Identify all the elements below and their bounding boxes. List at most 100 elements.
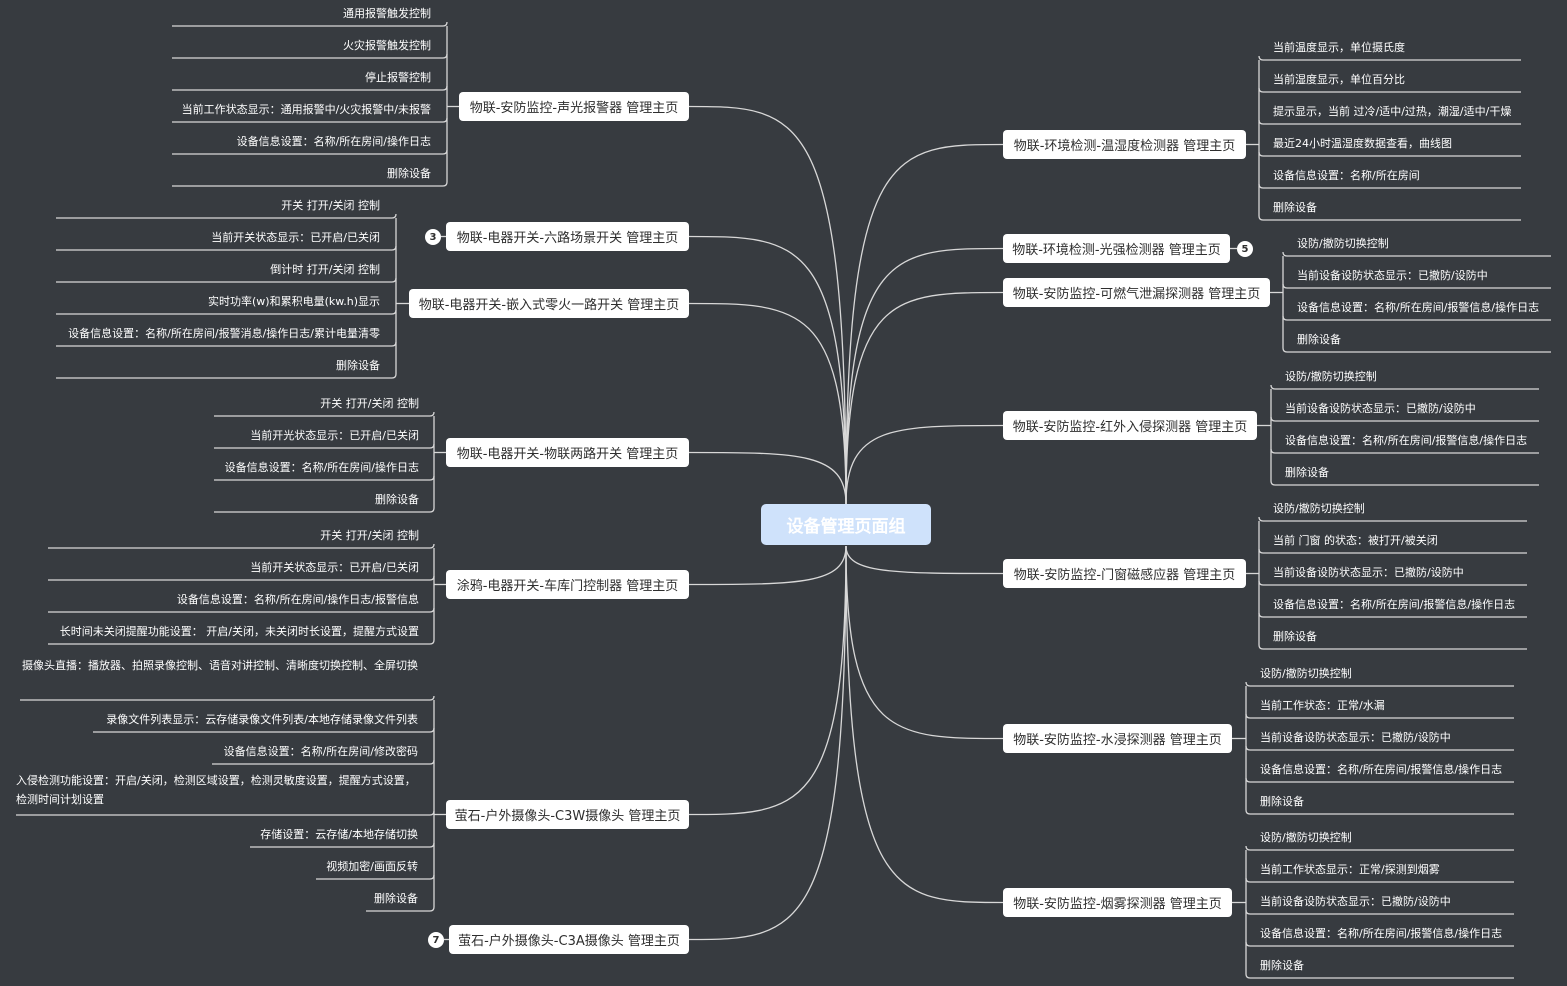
leaf-item[interactable]: 设备信息设置：名称/所在房间/操作日志: [224, 461, 419, 474]
leaf-item[interactable]: 提示显示，当前 过冷/适中/过热，潮湿/适中/干燥: [1273, 105, 1512, 118]
leaf-item[interactable]: 设备信息设置：名称/所在房间/修改密码: [223, 745, 418, 758]
leaf-item[interactable]: 设备信息设置：名称/所在房间/报警信息/操作日志: [1297, 301, 1540, 314]
leaf-item[interactable]: 删除设备: [1273, 201, 1317, 214]
leaf-item[interactable]: 实时功率(w)和累积电量(kw.h)显示: [208, 295, 380, 308]
connector-line: [1270, 384, 1276, 390]
leaf-item[interactable]: 最近24小时温湿度数据查看，曲线图: [1273, 137, 1452, 150]
leaf-item[interactable]: 当前温度显示，单位摄氏度: [1273, 41, 1405, 54]
leaf-item[interactable]: 设备信息设置：名称/所在房间/报警信息/操作日志: [1260, 763, 1503, 776]
connector-line: [1258, 183, 1264, 189]
left-topic-6[interactable]: 萤石-户外摄像头-C3W摄像头 管理主页: [446, 800, 689, 829]
leaf-item[interactable]: 删除设备: [1273, 630, 1317, 643]
connector-line: [391, 341, 397, 347]
connector-line: [845, 143, 1004, 505]
connector-line: [1282, 283, 1288, 289]
leaf-item[interactable]: 通用报警触发控制: [343, 7, 431, 20]
leaf-item[interactable]: 当前设备设防状态显示：已撤防/设防中: [1273, 566, 1464, 579]
connector-line: [1258, 215, 1264, 221]
leaf-item[interactable]: 设备信息设置：名称/所在房间: [1273, 169, 1420, 182]
leaf-item[interactable]: 当前设备设防状态显示：已撤防/设防中: [1285, 402, 1476, 415]
collapsed-count-badge[interactable]: 3: [425, 229, 441, 245]
connector-line: [1245, 681, 1251, 687]
leaf-item[interactable]: 当前工作状态：正常/水漏: [1260, 699, 1385, 712]
connector-line: [391, 309, 397, 315]
leaf-item[interactable]: 设防/撤防切换控制: [1260, 831, 1352, 844]
right-topic-1[interactable]: 物联-环境检测-温湿度检测器 管理主页: [1003, 130, 1246, 159]
leaf-item[interactable]: 删除设备: [336, 359, 380, 372]
leaf-item[interactable]: 视频加密/画面反转: [326, 860, 418, 873]
leaf-item[interactable]: 设备信息设置：名称/所在房间/操作日志: [236, 135, 431, 148]
leaf-item[interactable]: 当前开关状态显示：已开启/已关闭: [250, 561, 419, 574]
leaf-item[interactable]: 当前工作状态显示：通用报警中/火灾报警中/未报警: [181, 103, 431, 116]
connector-line: [391, 373, 397, 379]
left-topic-7[interactable]: 萤石-户外摄像头-C3A摄像头 管理主页: [449, 925, 689, 954]
leaf-item[interactable]: 设防/撤防切换控制: [1297, 237, 1389, 250]
leaf-item[interactable]: 当前开关状态显示：已开启/已关闭: [211, 231, 380, 244]
leaf-item[interactable]: 倒计时 打开/关闭 控制: [270, 263, 380, 276]
leaf-item[interactable]: 当前湿度显示，单位百分比: [1273, 73, 1405, 86]
connector-line: [429, 727, 435, 733]
leaf-item[interactable]: 设备信息设置：名称/所在房间/报警消息/操作日志/累计电量清零: [68, 327, 380, 340]
leaf-item[interactable]: 删除设备: [1260, 795, 1304, 808]
connector-line: [1245, 809, 1251, 815]
leaf-item[interactable]: 删除设备: [1297, 333, 1341, 346]
left-topic-2[interactable]: 物联-电器开关-六路场景开关 管理主页: [446, 222, 689, 251]
connector-line: [429, 543, 435, 549]
collapsed-count-badge[interactable]: 5: [1237, 241, 1253, 257]
leaf-item[interactable]: 火灾报警触发控制: [343, 39, 431, 52]
leaf-item[interactable]: 当前设备设防状态显示：已撤防/设防中: [1260, 895, 1451, 908]
leaf-item[interactable]: 存储设置：云存储/本地存储切换: [260, 828, 418, 841]
leaf-item[interactable]: 删除设备: [375, 493, 419, 506]
left-topic-3[interactable]: 物联-电器开关-嵌入式零火一路开关 管理主页: [409, 289, 689, 318]
leaf-item[interactable]: 摄像头直播：播放器、拍照录像控制、语音对讲控制、清晰度切换控制、全屏切换: [22, 659, 418, 672]
right-topic-3[interactable]: 物联-安防监控-可燃气泄漏探测器 管理主页: [1003, 278, 1270, 307]
leaf-item[interactable]: 设防/撤防切换控制: [1260, 667, 1352, 680]
connector-line: [1258, 119, 1264, 125]
connector-line: [688, 545, 847, 941]
leaf-item[interactable]: 开关 打开/关闭 控制: [281, 199, 380, 212]
leaf-item[interactable]: 当前设备设防状态显示：已撤防/设防中: [1297, 269, 1488, 282]
left-topic-5[interactable]: 涂鸦-电器开关-车库门控制器 管理主页: [446, 570, 689, 599]
leaf-item[interactable]: 停止报警控制: [365, 71, 431, 84]
right-topic-2[interactable]: 物联-环境检测-光强检测器 管理主页: [1003, 234, 1230, 263]
leaf-item[interactable]: 设备信息设置：名称/所在房间/操作日志/报警信息: [176, 593, 419, 606]
central-topic[interactable]: 设备管理页面组: [761, 504, 931, 545]
leaf-item[interactable]: 设备信息设置：名称/所在房间/报警信息/操作日志: [1273, 598, 1516, 611]
leaf-item[interactable]: 开关 打开/关闭 控制: [320, 529, 419, 542]
leaf-item[interactable]: 开关 打开/关闭 控制: [320, 397, 419, 410]
leaf-item[interactable]: 删除设备: [1260, 959, 1304, 972]
leaf-item[interactable]: 当前设备设防状态显示：已撤防/设防中: [1260, 731, 1451, 744]
right-topic-5[interactable]: 物联-安防监控-门窗磁感应器 管理主页: [1003, 559, 1246, 588]
leaf-item[interactable]: 当前开光状态显示：已开启/已关闭: [250, 429, 419, 442]
connector-line: [1258, 548, 1264, 554]
leaf-item[interactable]: 当前 门窗 的状态：被打开/被关闭: [1273, 534, 1438, 547]
collapsed-count-badge[interactable]: 7: [428, 932, 444, 948]
leaf-item[interactable]: 长时间未关闭提醒功能设置： 开启/关闭，未关闭时长设置，提醒方式设置: [59, 625, 419, 638]
leaf-item[interactable]: 删除设备: [374, 892, 418, 905]
connector-line: [1270, 480, 1276, 486]
left-topic-4[interactable]: 物联-电器开关-物联两路开关 管理主页: [446, 438, 689, 467]
connector-line: [688, 451, 847, 505]
leaf-item[interactable]: 删除设备: [1285, 466, 1329, 479]
right-topic-4[interactable]: 物联-安防监控-红外入侵探测器 管理主页: [1003, 411, 1257, 440]
leaf-item[interactable]: 录像文件列表显示：云存储录像文件列表/本地存储录像文件列表: [106, 713, 418, 726]
leaf-item[interactable]: 设防/撤防切换控制: [1285, 370, 1377, 383]
right-topic-6[interactable]: 物联-安防监控-水浸探测器 管理主页: [1003, 724, 1232, 753]
connector-line: [442, 85, 448, 91]
connector-line: [442, 21, 448, 27]
leaf-item[interactable]: 入侵检测功能设置：开启/关闭，检测区域设置，检测灵敏度设置，提醒方式设置，检测时…: [16, 774, 416, 806]
leaf-item[interactable]: 当前工作状态显示：正常/探测到烟雾: [1260, 863, 1440, 876]
connector-line: [429, 842, 435, 848]
connector-line: [1270, 448, 1276, 454]
connector-line: [1258, 612, 1264, 618]
left-topic-1[interactable]: 物联-安防监控-声光报警器 管理主页: [459, 92, 689, 121]
right-topic-7[interactable]: 物联-安防监控-烟雾探测器 管理主页: [1003, 888, 1232, 917]
leaf-item[interactable]: 设备信息设置：名称/所在房间/报警信息/操作日志: [1260, 927, 1503, 940]
connector-line: [1258, 516, 1264, 522]
leaf-item[interactable]: 设防/撤防切换控制: [1273, 502, 1365, 515]
leaf-item[interactable]: 设备信息设置：名称/所在房间/报警信息/操作日志: [1285, 434, 1528, 447]
connector-line: [429, 639, 435, 645]
leaf-item[interactable]: 删除设备: [387, 167, 431, 180]
